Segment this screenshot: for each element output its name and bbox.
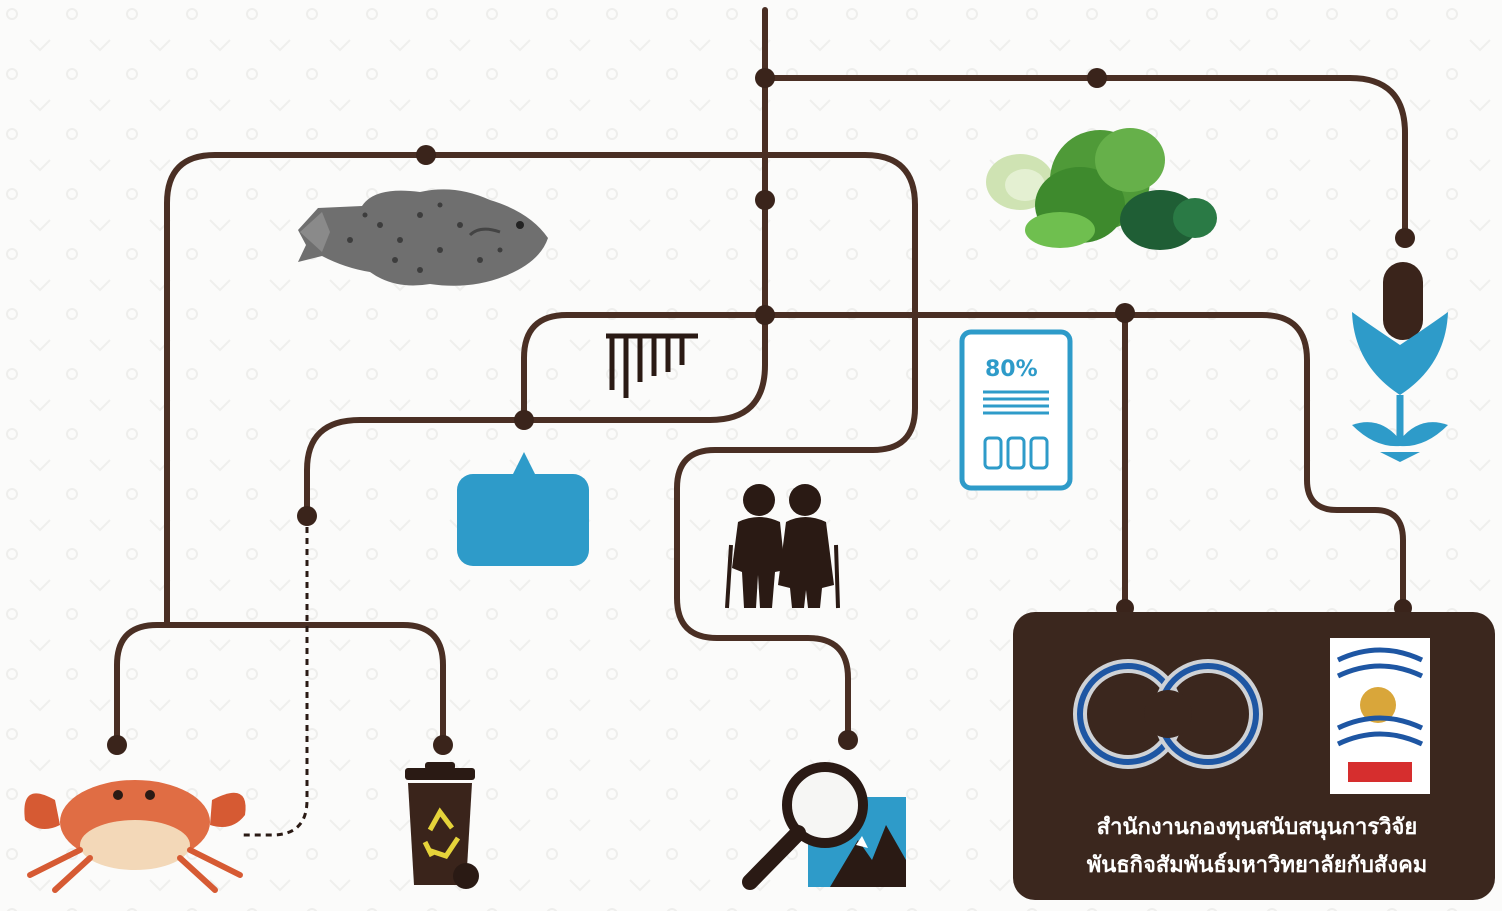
node bbox=[755, 68, 775, 88]
plant-sprout-icon bbox=[1352, 262, 1448, 462]
crab-icon bbox=[24, 780, 246, 893]
recycle-bin-icon bbox=[405, 762, 479, 889]
node bbox=[838, 730, 858, 750]
fish-icon bbox=[298, 189, 548, 286]
tsri-rings-logo bbox=[1073, 659, 1263, 769]
tally-marks-icon bbox=[606, 333, 698, 398]
document-percent: 80% bbox=[985, 357, 1038, 382]
node bbox=[1115, 303, 1135, 323]
sorc-shield-logo bbox=[1330, 638, 1430, 794]
node bbox=[514, 410, 534, 430]
org-name-line1: สำนักงานกองทุนสนับสนุนการวิจัย bbox=[1097, 815, 1418, 841]
connector-lines bbox=[114, 7, 1408, 837]
node bbox=[755, 305, 775, 325]
node bbox=[755, 190, 775, 210]
vegetables-icon bbox=[986, 128, 1217, 250]
magnifier-image-icon bbox=[742, 762, 906, 890]
node bbox=[1395, 228, 1415, 248]
node bbox=[297, 506, 317, 526]
node bbox=[416, 145, 436, 165]
organization-panel: สำนักงานกองทุนสนับสนุนการวิจัย พันธกิจสั… bbox=[1013, 612, 1495, 900]
org-name-line2: พันธกิจสัมพันธ์มหาวิทยาลัยกับสังคม bbox=[1087, 852, 1428, 878]
elderly-couple-icon bbox=[725, 484, 840, 609]
node bbox=[107, 735, 127, 755]
node bbox=[433, 735, 453, 755]
node bbox=[1087, 68, 1107, 88]
junction-nodes bbox=[107, 68, 1415, 755]
document-80-percent-icon: 80% bbox=[959, 329, 1073, 491]
speech-bubble-icon bbox=[457, 452, 589, 566]
